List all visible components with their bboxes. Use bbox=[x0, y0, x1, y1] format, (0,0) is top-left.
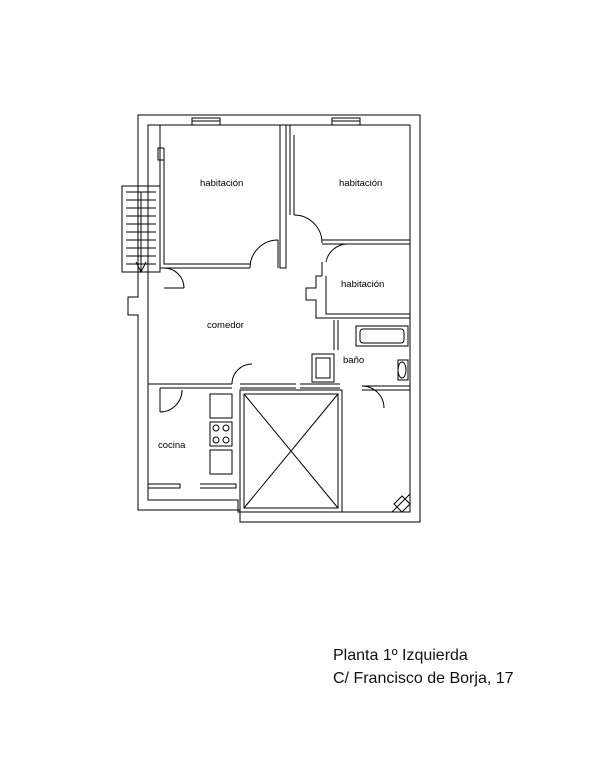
bedroom-1-label: habitación bbox=[200, 178, 243, 189]
bedroom-1-walls bbox=[157, 125, 287, 269]
kitchen-label: cocina bbox=[158, 440, 186, 451]
bedroom-3-label: habitación bbox=[341, 279, 384, 290]
caption-address: C/ Francisco de Borja, 17 bbox=[333, 670, 514, 687]
staircase bbox=[121, 185, 161, 274]
entrance-door bbox=[163, 267, 185, 289]
dining-label: comedor bbox=[207, 320, 244, 331]
bathroom-label: baño bbox=[343, 355, 364, 366]
caption-floor: Planta 1º Izquierda bbox=[333, 647, 468, 664]
dining-walls bbox=[148, 363, 340, 389]
bedroom-2-walls bbox=[289, 125, 410, 245]
light-well bbox=[239, 389, 343, 513]
bathroom-fixtures bbox=[311, 320, 410, 409]
outer-wall bbox=[127, 114, 421, 523]
bedroom-3-walls bbox=[305, 243, 410, 319]
bedroom-2-label: habitación bbox=[339, 178, 382, 189]
corner-room bbox=[391, 493, 411, 513]
kitchen-walls bbox=[148, 388, 237, 489]
